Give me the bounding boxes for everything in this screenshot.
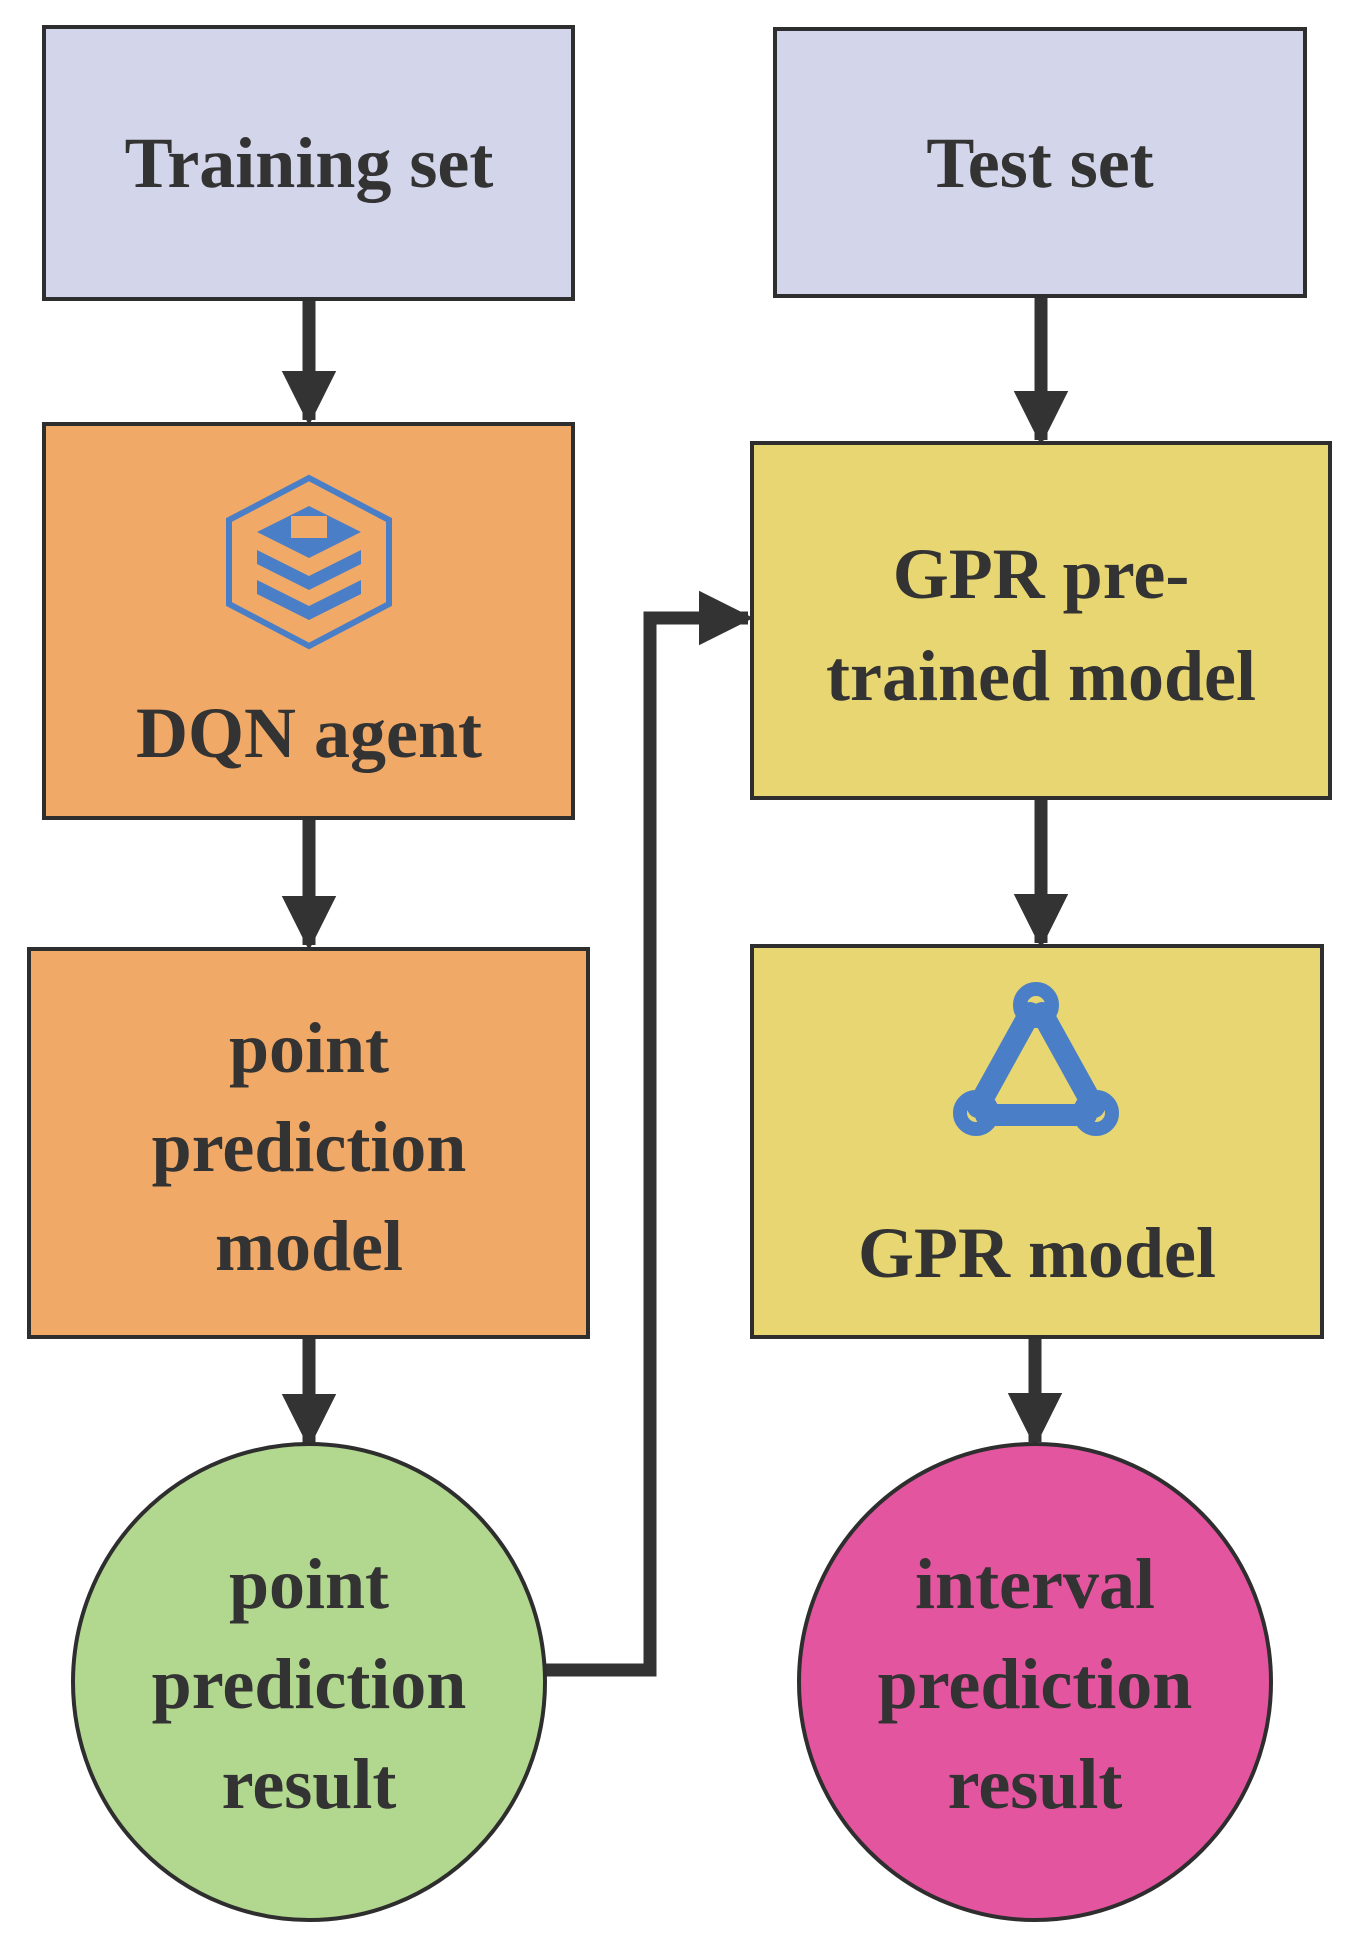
gpr-pretrained-line-1: GPR pre- [893, 534, 1190, 614]
gpr-model-label: GPR model [858, 1213, 1216, 1293]
point-model-line-3: model [215, 1206, 403, 1286]
test-set-label: Test set [926, 123, 1153, 203]
layered-cube-icon [226, 474, 392, 650]
node-point-prediction-result: point prediction result [71, 1442, 547, 1922]
point-model-box [27, 947, 590, 1339]
training-set-label: Training set [125, 123, 494, 203]
node-gpr-pretrained-model: GPR pre- trained model [750, 441, 1332, 800]
interval-result-circle [797, 1442, 1273, 1922]
node-interval-prediction-result: interval prediction result [797, 1442, 1273, 1922]
point-result-line-1: point [229, 1544, 389, 1624]
interval-result-line-2: prediction [878, 1644, 1193, 1724]
point-model-line-1: point [229, 1008, 389, 1088]
node-test-set: Test set [773, 27, 1307, 298]
interval-result-line-1: interval [915, 1544, 1155, 1624]
point-result-line-2: prediction [152, 1644, 467, 1724]
node-gpr-model: GPR model [750, 944, 1324, 1339]
chain-link-triangle-icon [953, 982, 1119, 1136]
arrow-result-to-gpr-pretrained [545, 590, 754, 1677]
interval-result-line-3: result [948, 1744, 1123, 1824]
training-set-box [42, 25, 575, 301]
dqn-agent-box [42, 422, 575, 820]
point-model-line-2: prediction [152, 1107, 467, 1187]
node-dqn-agent: DQN agent [42, 422, 575, 820]
node-training-set: Training set [42, 25, 575, 301]
gpr-pretrained-box [750, 441, 1332, 800]
point-result-circle [71, 1442, 547, 1922]
dqn-agent-label: DQN agent [136, 693, 482, 773]
connectors [281, 296, 1069, 1677]
test-set-box [773, 27, 1307, 298]
gpr-pretrained-line-2: trained model [826, 636, 1256, 716]
point-result-line-3: result [222, 1744, 397, 1824]
node-point-prediction-model: point prediction model [27, 947, 590, 1339]
